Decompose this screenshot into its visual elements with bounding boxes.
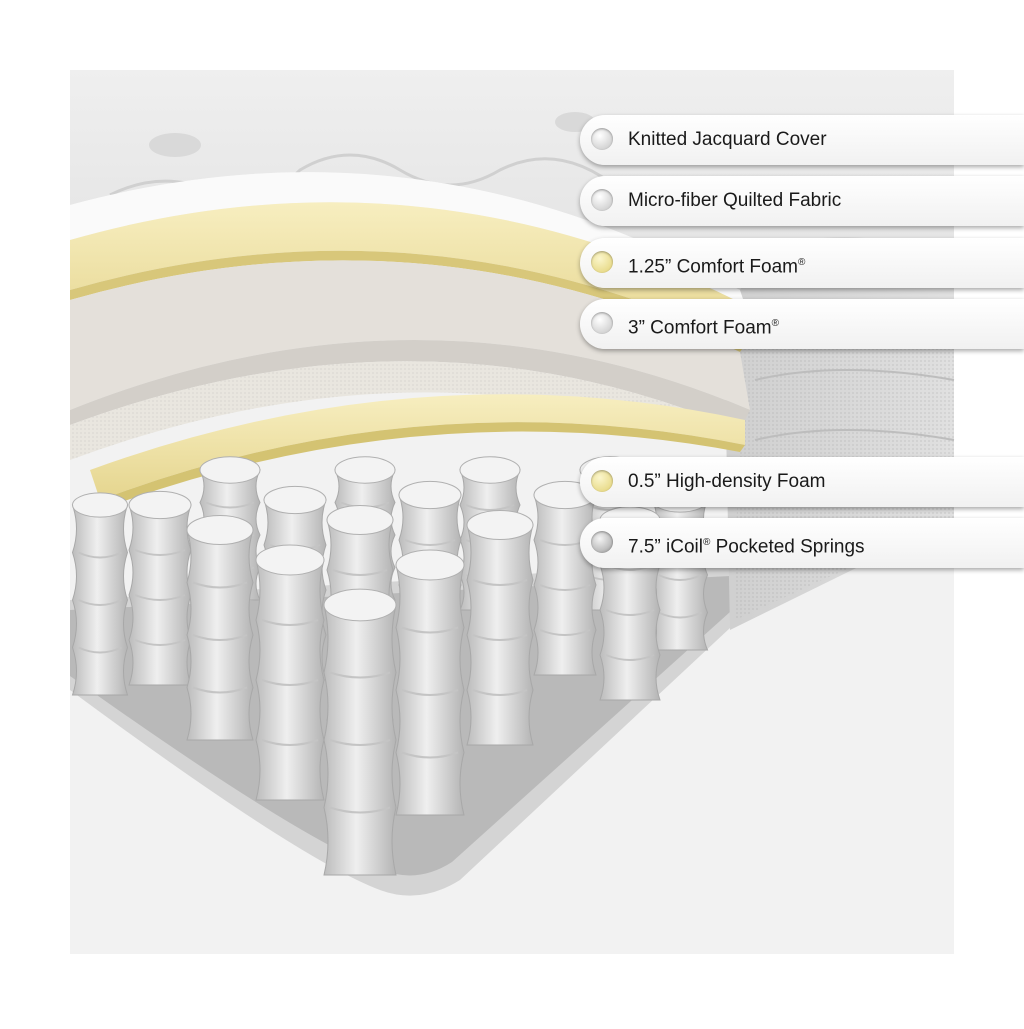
callout-label-text: 1.25” Comfort Foam <box>628 256 798 278</box>
callout-label-text-b: Pocketed Springs <box>710 536 865 558</box>
registered-mark: ® <box>798 257 806 268</box>
callout-knitted-jacquard-cover: Knitted Jacquard Cover <box>580 115 1024 165</box>
callout-label-text-a: 7.5” iCoil <box>628 536 703 558</box>
pocketed-coil <box>255 544 325 801</box>
pocketed-coil <box>533 480 597 676</box>
callout-label: 7.5” iCoil® Pocketed Springs <box>628 518 865 572</box>
callout-label: 3” Comfort Foam® <box>628 299 779 353</box>
callout-comfort-foam-3: 3” Comfort Foam® <box>580 299 1024 349</box>
callout-label: 1.25” Comfort Foam® <box>628 238 805 292</box>
callout-micro-fiber-quilted-fabric: Micro-fiber Quilted Fabric <box>580 176 1024 226</box>
callout-label-text: 3” Comfort Foam <box>628 317 772 339</box>
callout-label: Knitted Jacquard Cover <box>628 129 827 150</box>
callout-high-density-foam: 0.5” High-density Foam <box>580 457 1024 507</box>
callout-comfort-foam-1-25: 1.25” Comfort Foam® <box>580 238 1024 288</box>
pocketed-coil <box>186 514 254 741</box>
callout-pocketed-springs: 7.5” iCoil® Pocketed Springs <box>580 518 1024 568</box>
callout-label: Micro-fiber Quilted Fabric <box>628 190 842 211</box>
layer-marker-icon <box>591 251 613 273</box>
layer-marker-icon <box>591 531 613 553</box>
layer-marker-icon <box>591 189 613 211</box>
pocketed-coil <box>71 492 129 696</box>
registered-mark: ® <box>702 537 711 548</box>
layer-marker-icon <box>591 128 613 150</box>
pocketed-coil <box>128 490 192 686</box>
layer-marker-icon <box>591 470 613 492</box>
callout-label: 0.5” High-density Foam <box>628 471 826 492</box>
pocketed-coil <box>466 509 534 746</box>
pocketed-coil <box>395 549 465 816</box>
registered-mark: ® <box>771 318 779 329</box>
pocketed-coil <box>323 588 397 876</box>
layer-marker-icon <box>591 312 613 334</box>
